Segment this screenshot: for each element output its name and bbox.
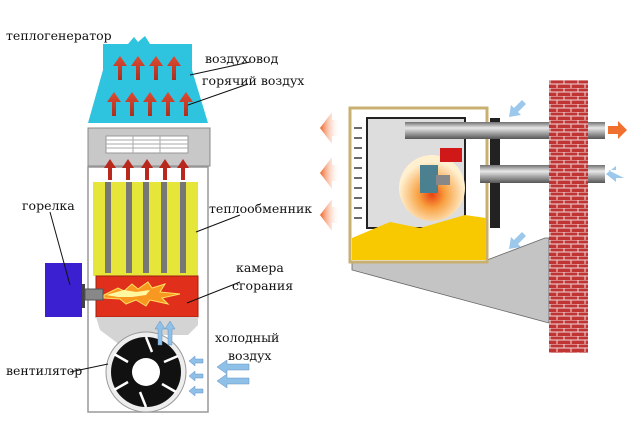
label-cold-air-1: холодный [215, 330, 279, 345]
exhaust-out-arrow [608, 121, 627, 139]
burner-head [420, 148, 462, 193]
label-combustion-chamber-2: сгорания [232, 278, 293, 293]
label-burner: горелка [22, 198, 75, 213]
hot-air-arrows [107, 56, 193, 116]
heat-exchanger [93, 182, 198, 276]
air-funnel [96, 317, 198, 345]
burner [45, 263, 104, 317]
air-in-arrows [509, 100, 624, 249]
brick-wall [549, 80, 588, 353]
label-fan: вентилятор [6, 363, 82, 378]
combustion-chamber [95, 275, 199, 318]
label-heat-exchanger: теплообменник [209, 201, 312, 216]
fan [105, 331, 187, 413]
fuel-floor [352, 215, 486, 260]
leader-lines [49, 61, 251, 373]
label-air-duct: воздуховод [205, 51, 279, 66]
louvers [354, 127, 362, 219]
label-heat-generator: теплогенератор [6, 28, 112, 43]
heated-air-arrows [104, 159, 189, 180]
label-cold-air-2: воздух [228, 348, 271, 363]
label-hot-air: горячий воздух [202, 73, 304, 88]
warm-air-out-arrows [320, 112, 340, 231]
grille-box [87, 127, 211, 167]
cold-air-arrows [154, 320, 250, 397]
label-combustion-chamber-1: камера [236, 260, 284, 275]
